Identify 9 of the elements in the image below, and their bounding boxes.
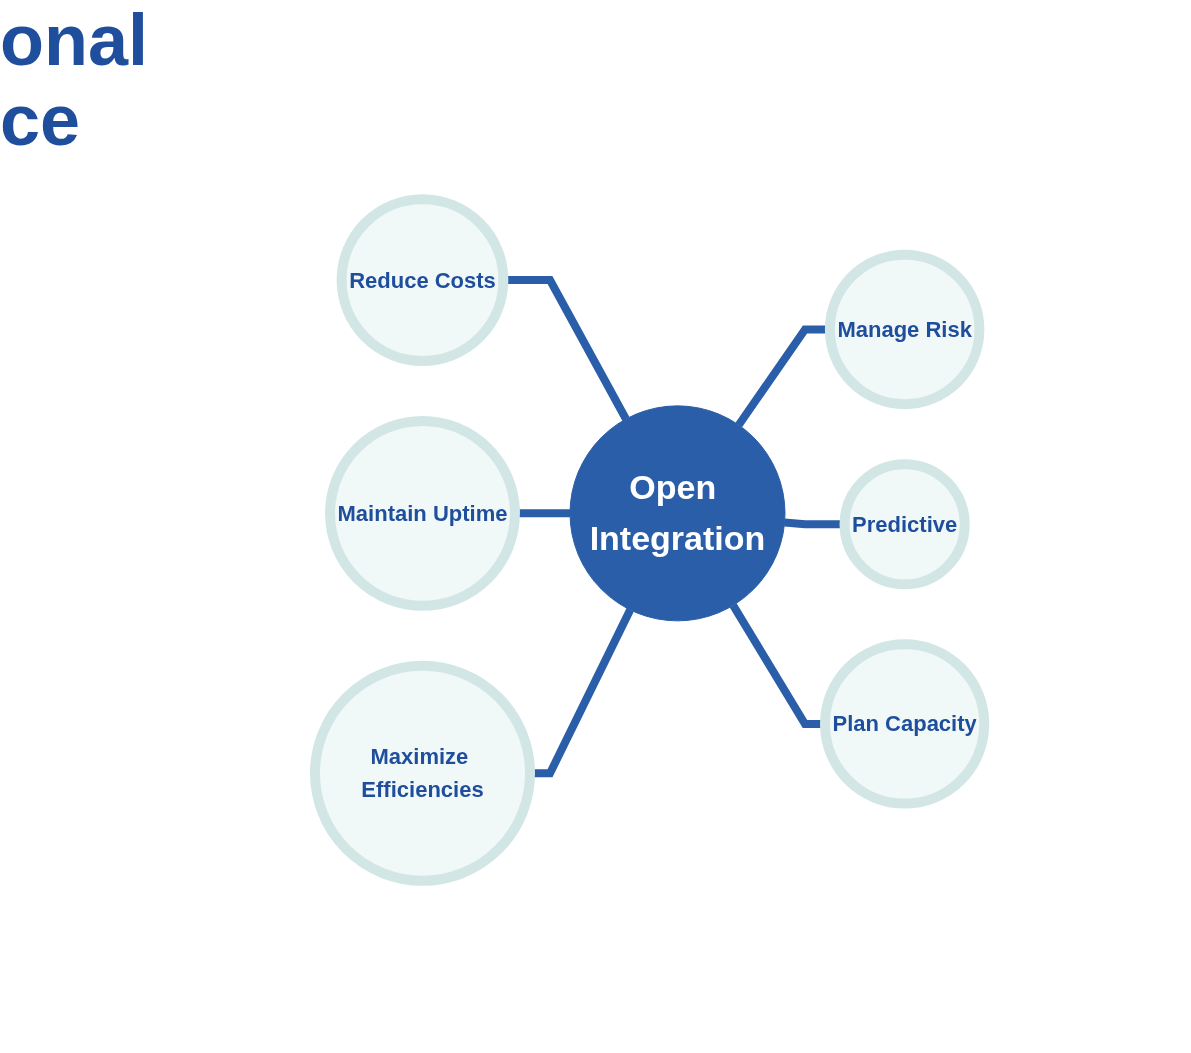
heading-fragment: onal xyxy=(0,0,148,80)
node-circle: Maximize Efficiencies xyxy=(310,660,536,886)
node-circle: Predictive xyxy=(839,459,971,590)
node-circle: Reduce Costs xyxy=(337,194,509,366)
node-circle: Manage Risk xyxy=(825,249,985,410)
node-circle: Open Integration xyxy=(569,405,786,622)
node-circle: Maintain Uptime xyxy=(325,415,521,611)
heading-fragment: ce xyxy=(0,80,82,160)
node-circle: Plan Capacity xyxy=(820,639,990,809)
